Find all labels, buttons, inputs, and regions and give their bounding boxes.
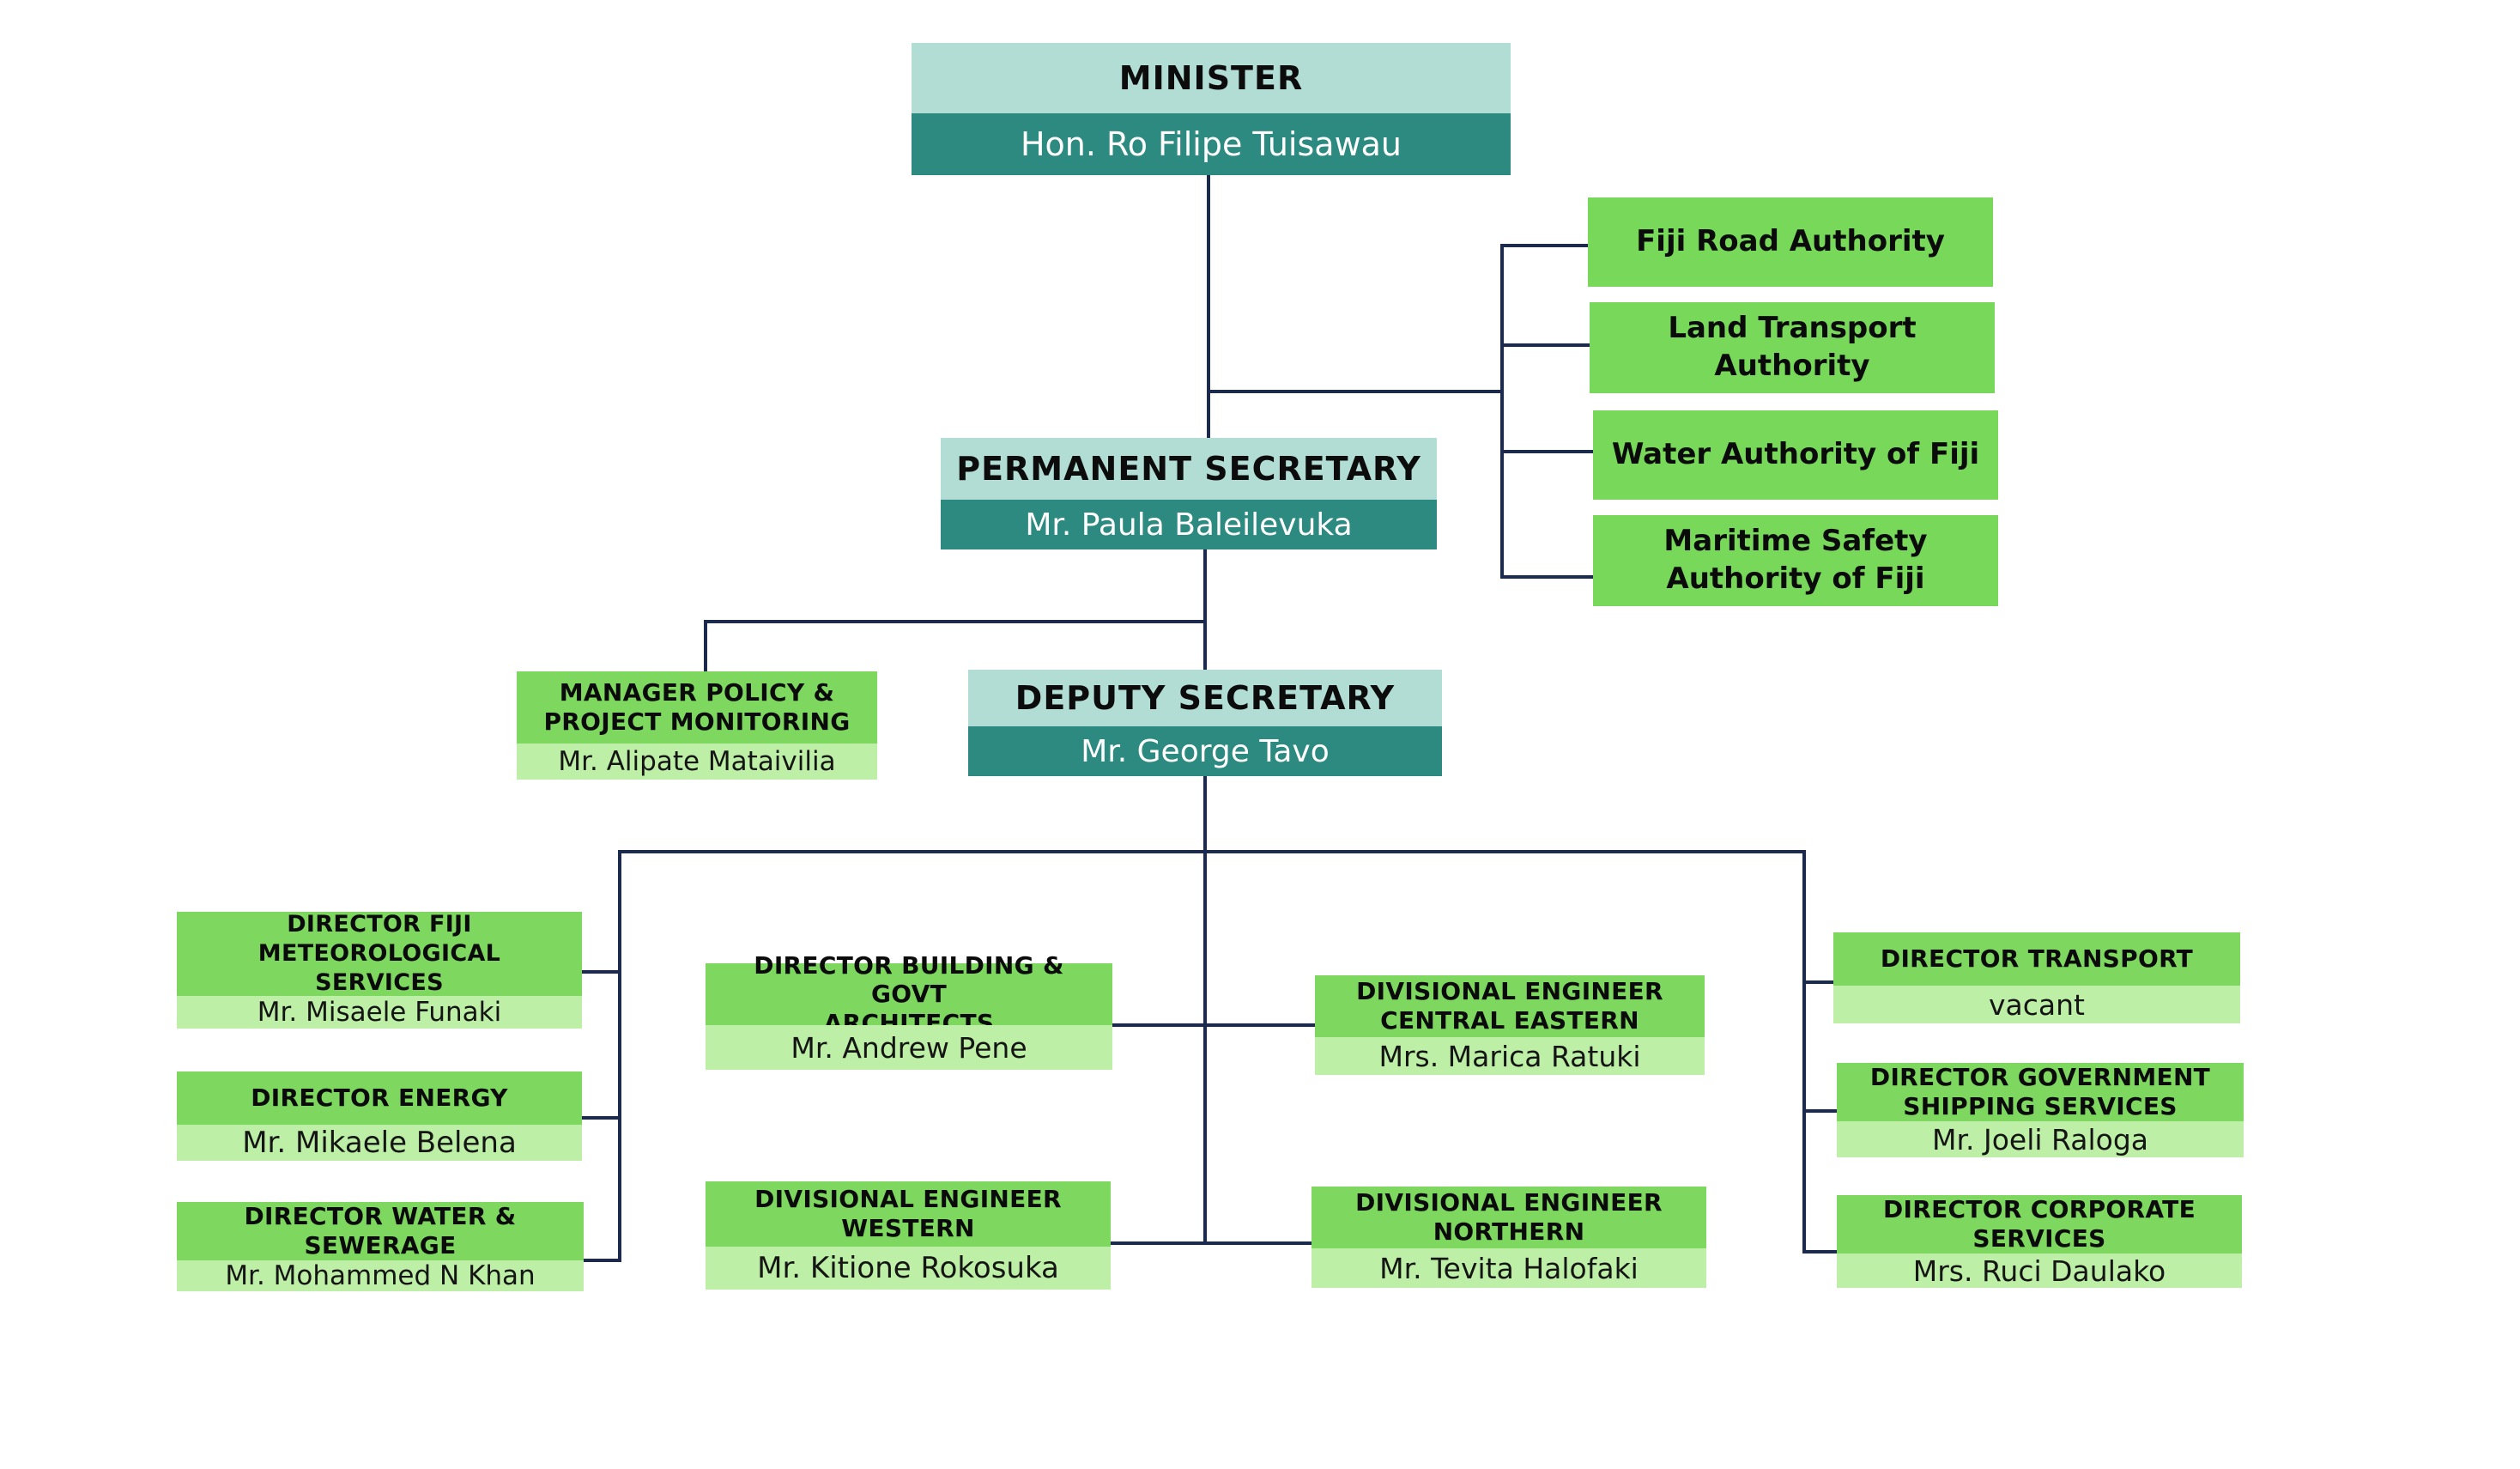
minister-title: MINISTER (912, 43, 1511, 113)
div-engineer-northern-name: Mr. Tevita Halofaki (1311, 1248, 1706, 1288)
director-transport-box: DIRECTOR TRANSPORT vacant (1833, 932, 2240, 1023)
permanent-secretary-box: PERMANENT SECRETARY Mr. Paula Baleilevuk… (941, 438, 1437, 549)
authority-water: Water Authority of Fiji (1593, 410, 1998, 500)
director-shipping-name: Mr. Joeli Raloga (1837, 1121, 2244, 1157)
director-meteorological-box: DIRECTOR FIJI METEOROLOGICAL SERVICES Mr… (177, 911, 582, 1029)
director-meteorological-name: Mr. Misaele Funaki (177, 996, 582, 1029)
director-building-name: Mr. Andrew Pene (706, 1025, 1112, 1070)
director-corporate-name: Mrs. Ruci Daulako (1837, 1254, 2242, 1288)
manager-policy-name: Mr. Alipate Mataivilia (517, 744, 877, 780)
deputy-secretary-name: Mr. George Tavo (968, 726, 1442, 776)
div-engineer-northern-title: DIVISIONAL ENGINEER NORTHERN (1355, 1188, 1663, 1246)
manager-policy-title: MANAGER POLICY & PROJECT MONITORING (543, 678, 851, 736)
authority-maritime-safety: Maritime Safety Authority of Fiji (1593, 515, 1998, 606)
authority-land-transport: Land Transport Authority (1590, 302, 1995, 393)
authority-label: Land Transport Authority (1668, 311, 1917, 383)
director-energy-box: DIRECTOR ENERGY Mr. Mikaele Belena (177, 1071, 582, 1161)
authority-label: Water Authority of Fiji (1611, 437, 1980, 472)
director-building-box: DIRECTOR BUILDING & GOVT ARCHITECTS Mr. … (706, 950, 1112, 1070)
director-shipping-title: DIRECTOR GOVERNMENT SHIPPING SERVICES (1869, 1063, 2211, 1120)
authority-label: Fiji Road Authority (1636, 224, 1945, 259)
div-engineer-central-eastern-title: DIVISIONAL ENGINEER CENTRAL EASTERN (1356, 977, 1663, 1035)
authority-fiji-road: Fiji Road Authority (1588, 197, 1993, 287)
minister-name: Hon. Ro Filipe Tuisawau (912, 113, 1511, 175)
deputy-secretary-box: DEPUTY SECRETARY Mr. George Tavo (968, 670, 1442, 776)
director-meteorological-title: DIRECTOR FIJI METEOROLOGICAL SERVICES (257, 911, 501, 996)
permanent-secretary-name: Mr. Paula Baleilevuka (941, 500, 1437, 549)
div-engineer-central-eastern-box: DIVISIONAL ENGINEER CENTRAL EASTERN Mrs.… (1315, 975, 1705, 1075)
manager-policy-box: MANAGER POLICY & PROJECT MONITORING Mr. … (517, 671, 877, 780)
director-energy-title: DIRECTOR ENERGY (251, 1084, 508, 1113)
director-building-title: DIRECTOR BUILDING & GOVT ARCHITECTS (754, 950, 1064, 1037)
deputy-secretary-title: DEPUTY SECRETARY (968, 670, 1442, 726)
director-water-sewerage-name: Mr. Mohammed N Khan (177, 1260, 584, 1291)
director-shipping-box: DIRECTOR GOVERNMENT SHIPPING SERVICES Mr… (1837, 1063, 2244, 1157)
div-engineer-northern-box: DIVISIONAL ENGINEER NORTHERN Mr. Tevita … (1311, 1187, 1706, 1288)
director-energy-name: Mr. Mikaele Belena (177, 1125, 582, 1161)
permanent-secretary-title: PERMANENT SECRETARY (941, 438, 1437, 500)
authority-label: Maritime Safety Authority of Fiji (1663, 524, 1928, 596)
director-corporate-title: DIRECTOR CORPORATE SERVICES (1882, 1195, 2196, 1253)
director-transport-title: DIRECTOR TRANSPORT (1880, 944, 2194, 974)
div-engineer-western-name: Mr. Kitione Rokosuka (706, 1247, 1111, 1290)
director-transport-name: vacant (1833, 986, 2240, 1023)
div-engineer-central-eastern-name: Mrs. Marica Ratuki (1315, 1037, 1705, 1075)
minister-box: MINISTER Hon. Ro Filipe Tuisawau (912, 43, 1511, 175)
director-water-sewerage-title: DIRECTOR WATER & SEWERAGE (244, 1202, 517, 1260)
div-engineer-western-title: DIVISIONAL ENGINEER WESTERN (754, 1185, 1062, 1242)
director-corporate-box: DIRECTOR CORPORATE SERVICES Mrs. Ruci Da… (1837, 1195, 2242, 1288)
div-engineer-western-box: DIVISIONAL ENGINEER WESTERN Mr. Kitione … (706, 1181, 1111, 1290)
director-water-sewerage-box: DIRECTOR WATER & SEWERAGE Mr. Mohammed N… (177, 1202, 584, 1291)
